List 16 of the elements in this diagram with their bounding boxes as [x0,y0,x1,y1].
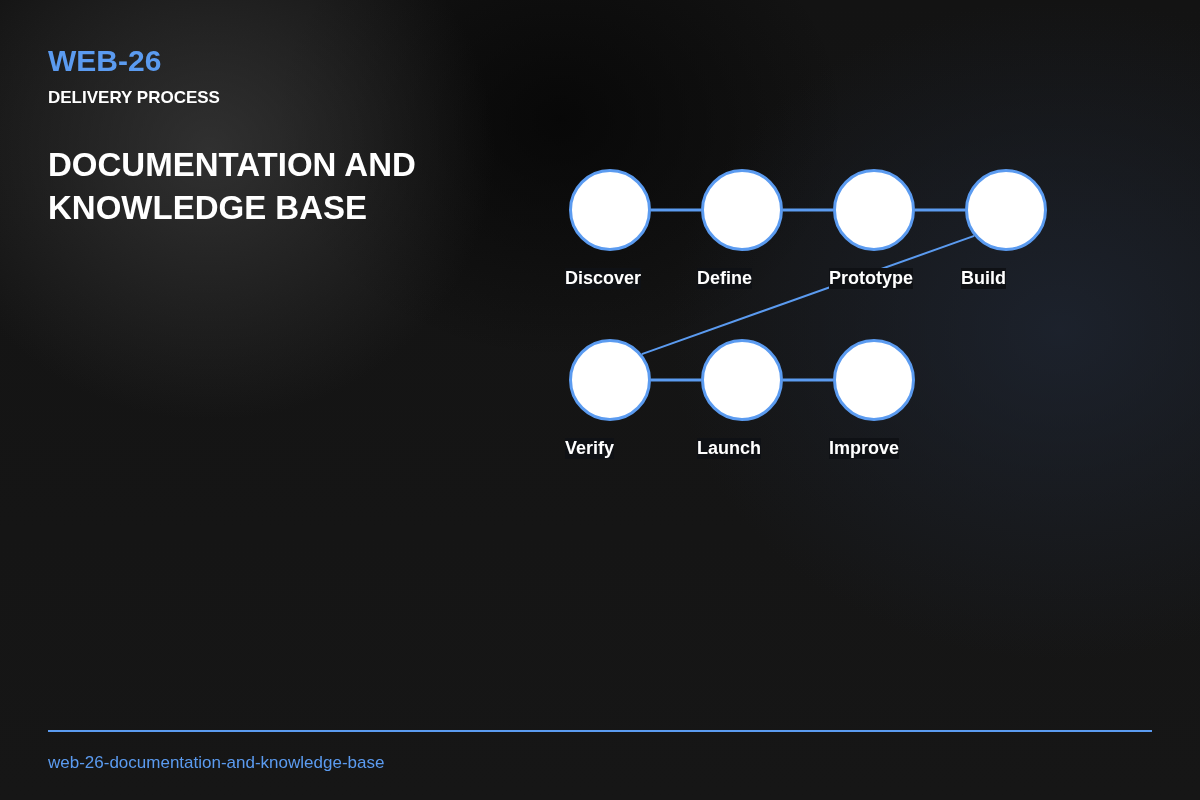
connector-line [783,208,833,212]
section-subtitle: DELIVERY PROCESS [48,88,220,108]
step-label: Define [697,268,752,289]
step-label: Discover [565,268,642,289]
step-label: Build [961,268,1006,289]
step-label: Improve [829,438,900,459]
connector-line [783,378,833,382]
project-code: WEB-26 [48,43,162,79]
connector-line [915,208,965,212]
connector-line [651,208,701,212]
step-label: Prototype [829,268,913,289]
connector-line [651,378,701,382]
step-label: Launch [697,438,761,459]
page-slug: web-26-documentation-and-knowledge-base [48,752,385,773]
step-label: Verify [565,438,615,459]
page-title: DOCUMENTATION AND KNOWLEDGE BASE [48,145,417,228]
